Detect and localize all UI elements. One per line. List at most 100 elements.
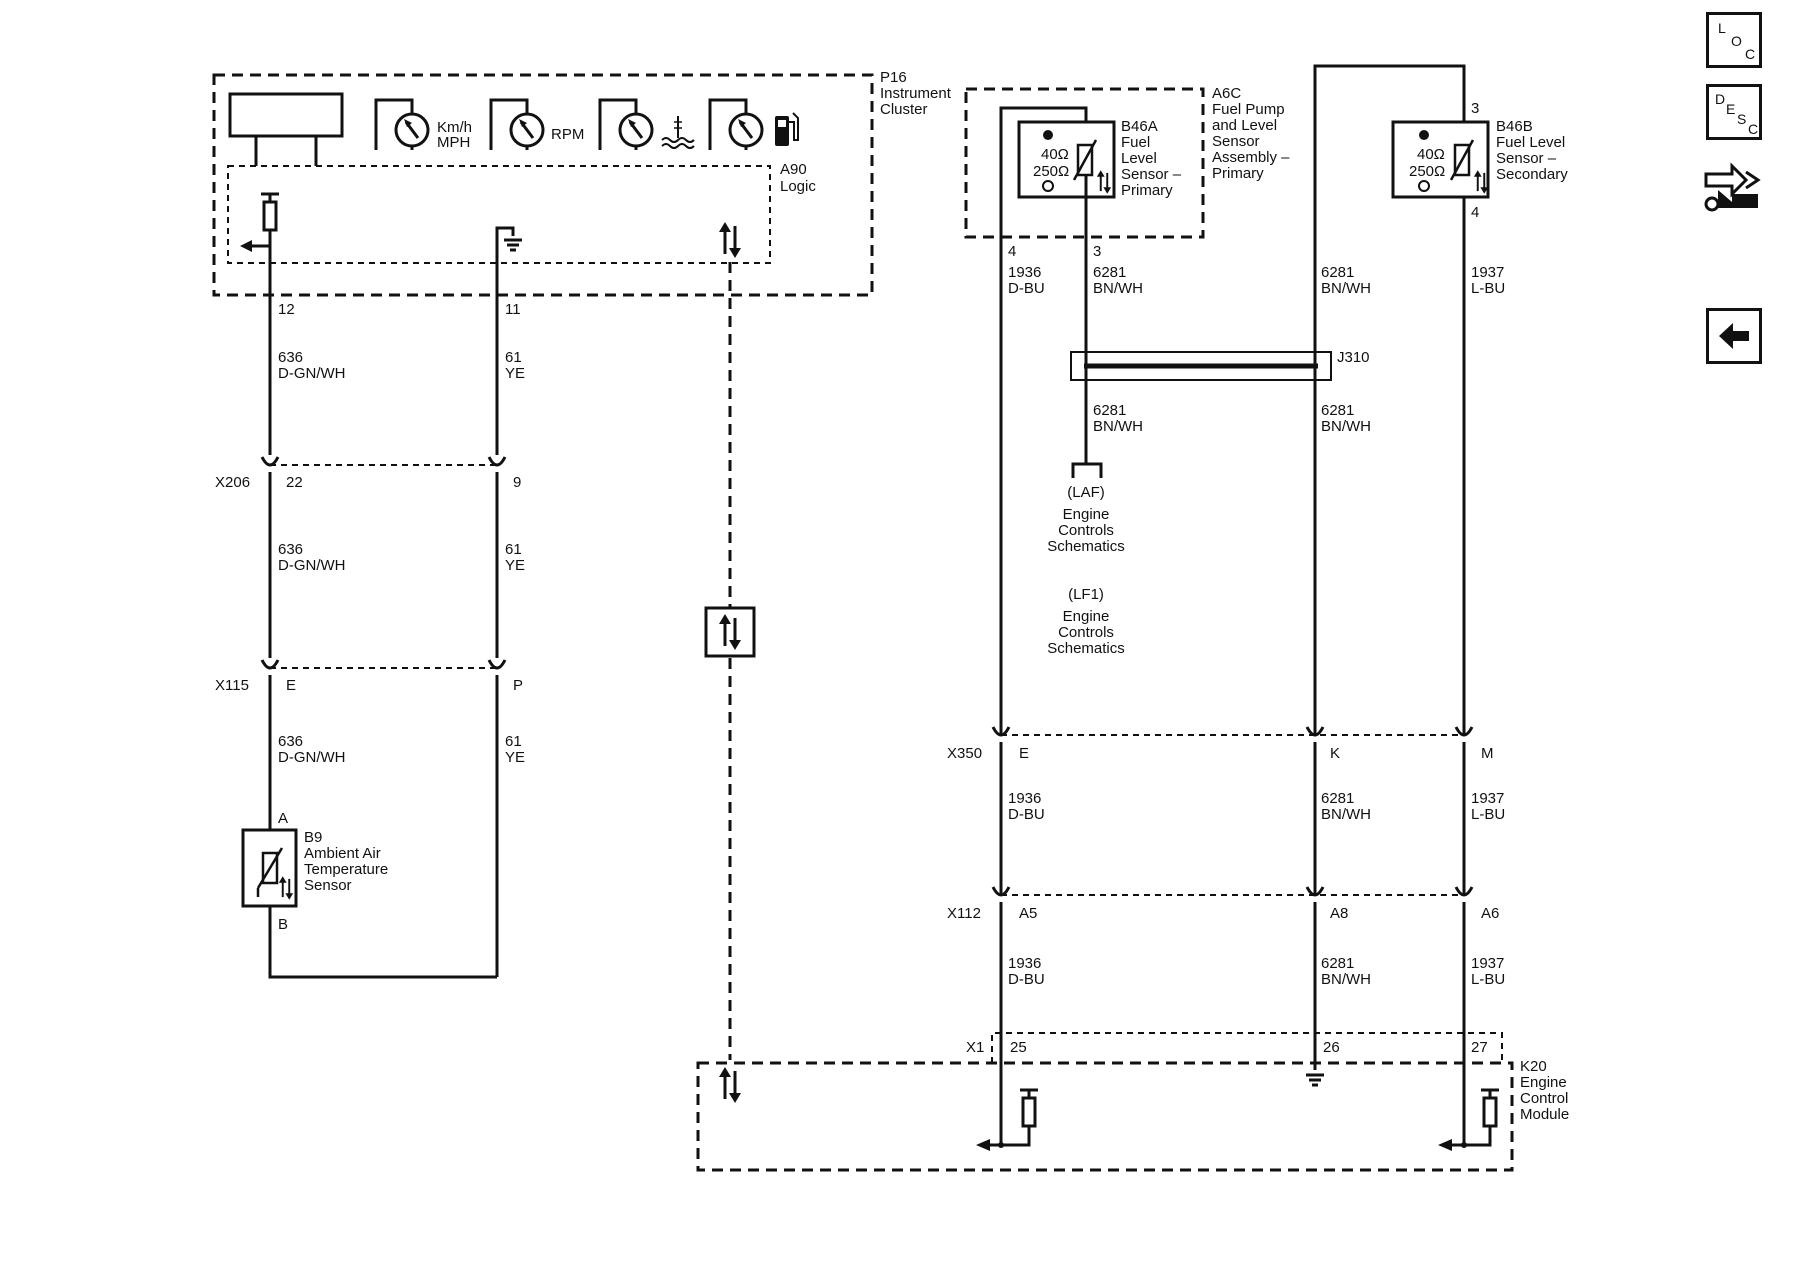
a6c-name-line: Fuel Pump bbox=[1212, 101, 1285, 118]
serial-data-icon bbox=[717, 220, 743, 260]
b9-name-line: Temperature bbox=[304, 861, 388, 878]
wire-label: YE bbox=[505, 749, 525, 766]
b9-name-line: Ambient Air bbox=[304, 845, 381, 862]
laf-schematic-reference: (LAF) Engine Controls Schematics bbox=[1047, 484, 1125, 555]
ohm-label: 40Ω bbox=[1041, 146, 1069, 163]
loc-letter: L bbox=[1718, 20, 1726, 36]
location-button[interactable]: L O C bbox=[1706, 12, 1762, 68]
pin-label: P bbox=[513, 677, 523, 694]
wire-label: 1937 bbox=[1471, 955, 1504, 972]
wire-label: 6281 bbox=[1321, 264, 1354, 281]
pin-label: 3 bbox=[1093, 243, 1101, 260]
wire-label: BN/WH bbox=[1321, 971, 1371, 988]
ohm-label: 250Ω bbox=[1033, 163, 1069, 180]
b46b-name-line: Sensor – bbox=[1496, 150, 1557, 167]
pull-up-resistor-icon bbox=[1018, 1088, 1040, 1140]
k20-name-line: Control bbox=[1520, 1090, 1568, 1107]
b46a-ref: B46A bbox=[1121, 118, 1158, 135]
desc-letter: S bbox=[1737, 111, 1747, 127]
description-button[interactable]: D E S C bbox=[1706, 84, 1762, 140]
b46b-name-line: Secondary bbox=[1496, 166, 1568, 183]
connector-label: X115 bbox=[215, 677, 249, 694]
b46b-fuel-level-sensor-secondary: 3 40Ω 250Ω B46B Fuel Level Sensor – Seco… bbox=[1391, 100, 1568, 221]
connector-x115: X115 E P bbox=[215, 658, 523, 694]
svg-text:Schematics: Schematics bbox=[1047, 640, 1125, 657]
ground-icon bbox=[502, 238, 524, 252]
wire-label: D-GN/WH bbox=[278, 749, 346, 766]
pin-label: 26 bbox=[1323, 1039, 1340, 1056]
wire-label: 636 bbox=[278, 541, 303, 558]
b46b-name-line: Fuel Level bbox=[1496, 134, 1565, 151]
speedometer-icon bbox=[374, 98, 430, 152]
wire-label: 6281 bbox=[1093, 402, 1126, 419]
pin-label: 9 bbox=[513, 474, 521, 491]
speed-gauge-label: MPH bbox=[437, 134, 470, 151]
a6c-name-line: Assembly – bbox=[1212, 149, 1290, 166]
serial-data-icon bbox=[717, 1065, 743, 1105]
a6c-fuel-pump-assembly: A6C Fuel Pump and Level Sensor Assembly … bbox=[964, 85, 1290, 260]
fuel-pump-icon bbox=[775, 112, 799, 146]
ohm-label: 250Ω bbox=[1409, 163, 1445, 180]
wire-label: 6281 bbox=[1321, 955, 1354, 972]
a6c-name-line: Sensor bbox=[1212, 133, 1260, 150]
b9-ref: B9 bbox=[304, 829, 322, 846]
wire-label: YE bbox=[505, 365, 525, 382]
wire-label: D-BU bbox=[1008, 280, 1045, 297]
pin-label: A8 bbox=[1330, 905, 1348, 922]
b46a-name-line: Primary bbox=[1121, 182, 1173, 199]
connector-label: X206 bbox=[215, 474, 250, 491]
wire-label: 61 bbox=[505, 733, 522, 750]
pin-label: B bbox=[278, 916, 288, 933]
b46b-ref: B46B bbox=[1496, 118, 1533, 135]
wire-label: 6281 bbox=[1321, 790, 1354, 807]
pin-label: 4 bbox=[1008, 243, 1016, 260]
svg-text:Controls: Controls bbox=[1058, 522, 1114, 539]
connector-x112: X112 A5 A8 A6 bbox=[947, 885, 1499, 922]
k20-ref: K20 bbox=[1520, 1058, 1547, 1075]
rpm-gauge-label: RPM bbox=[551, 126, 584, 143]
p16-instrument-cluster: P16 Instrument Cluster Km/h MPH RPM A90 bbox=[212, 69, 952, 297]
pull-up-resistor-icon bbox=[259, 192, 281, 244]
p16-ref: P16 bbox=[880, 69, 907, 86]
tachometer-icon bbox=[489, 98, 545, 152]
wire-label: 6281 bbox=[1321, 402, 1354, 419]
pin-label: A bbox=[278, 810, 288, 827]
wire-label: YE bbox=[505, 557, 525, 574]
svg-text:(LAF): (LAF) bbox=[1067, 484, 1105, 501]
b46a-name-line: Level bbox=[1121, 150, 1157, 167]
fuel-gauge-icon bbox=[708, 98, 764, 152]
wire-label: BN/WH bbox=[1093, 418, 1143, 435]
wire-label: BN/WH bbox=[1321, 806, 1371, 823]
wire-label: D-GN/WH bbox=[278, 365, 346, 382]
svg-text:Engine: Engine bbox=[1063, 506, 1110, 523]
wire-label: 636 bbox=[278, 349, 303, 366]
svg-text:(LF1): (LF1) bbox=[1068, 586, 1104, 603]
connector-label: X112 bbox=[947, 905, 981, 922]
a90-logic-box bbox=[227, 165, 771, 264]
b46a-name-line: Fuel bbox=[1121, 134, 1150, 151]
b46a-name-line: Sensor – bbox=[1121, 166, 1182, 183]
coolant-temp-icon bbox=[661, 116, 695, 149]
connector-x206: X206 22 9 bbox=[215, 455, 521, 491]
ohm-label: 40Ω bbox=[1417, 146, 1445, 163]
pin-label: E bbox=[1019, 745, 1029, 762]
wire-label: 636 bbox=[278, 733, 303, 750]
coolant-temp-gauge-icon bbox=[598, 98, 654, 152]
pin-label: 25 bbox=[1010, 1039, 1027, 1056]
desc-letter: D bbox=[1715, 91, 1726, 107]
connector-end-view-button[interactable] bbox=[1702, 160, 1762, 222]
wire-label: 1937 bbox=[1471, 264, 1504, 281]
connector-label: X350 bbox=[947, 745, 982, 762]
pin-label: 22 bbox=[286, 474, 303, 491]
a6c-ref: A6C bbox=[1212, 85, 1241, 102]
pin-label: M bbox=[1481, 745, 1494, 762]
wire-label: D-GN/WH bbox=[278, 557, 346, 574]
signal-arrow-icon bbox=[976, 1139, 990, 1151]
back-button[interactable] bbox=[1706, 308, 1762, 364]
k20-name-line: Engine bbox=[1520, 1074, 1567, 1091]
p16-name-line: Instrument bbox=[880, 85, 952, 102]
a90-ref: A90 bbox=[780, 161, 807, 178]
pin-label: A5 bbox=[1019, 905, 1037, 922]
a6c-name-line: Primary bbox=[1212, 165, 1264, 182]
